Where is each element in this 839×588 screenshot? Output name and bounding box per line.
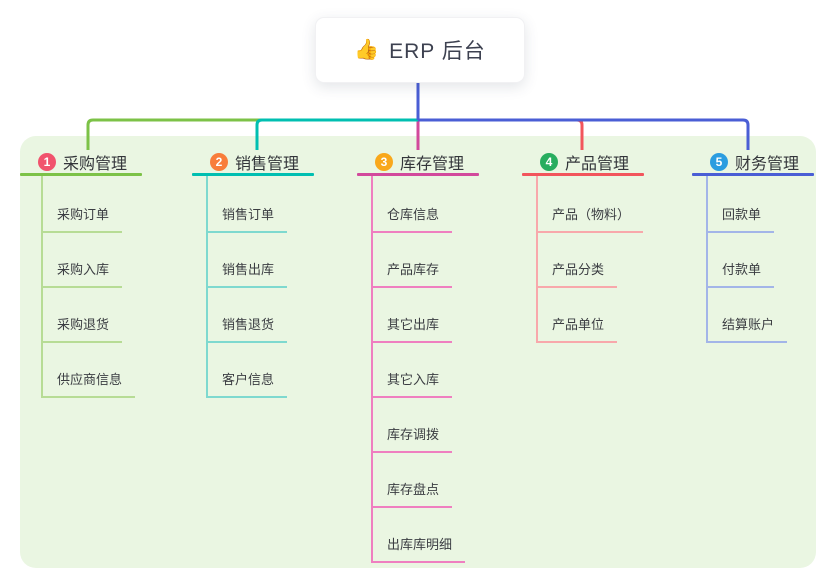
child-node[interactable]: 销售出库 <box>206 260 288 288</box>
branch-children-connector <box>536 176 538 343</box>
branch-node-4[interactable]: 4 产品管理 <box>522 149 629 175</box>
child-node[interactable]: 付款单 <box>706 260 775 288</box>
branch-underline <box>522 173 644 176</box>
child-node[interactable]: 产品（物料） <box>536 205 644 233</box>
thumbs-up-icon: 👍 <box>354 39 381 61</box>
child-node[interactable]: 销售退货 <box>206 315 288 343</box>
branch-children-connector <box>706 176 708 343</box>
branches-panel <box>20 136 816 568</box>
child-node[interactable]: 采购订单 <box>41 205 123 233</box>
branch-underline <box>692 173 814 176</box>
branch-badge: 2 <box>210 153 228 171</box>
child-node[interactable]: 产品单位 <box>536 315 618 343</box>
branch-underline <box>192 173 314 176</box>
branch-label: 采购管理 <box>63 156 128 173</box>
child-node[interactable]: 其它出库 <box>371 315 453 343</box>
branch-node-1[interactable]: 1 采购管理 <box>20 149 127 175</box>
branch-label: 销售管理 <box>235 156 300 173</box>
child-node[interactable]: 仓库信息 <box>371 205 453 233</box>
child-node[interactable]: 结算账户 <box>706 315 788 343</box>
branch-badge: 4 <box>540 153 558 171</box>
branch-badge: 5 <box>710 153 728 171</box>
branch-underline <box>20 173 142 176</box>
branch-label: 库存管理 <box>400 156 465 173</box>
branch-badge: 3 <box>375 153 393 171</box>
root-node-label: ERP 后台 <box>389 40 486 63</box>
child-node[interactable]: 客户信息 <box>206 370 288 398</box>
branch-label: 财务管理 <box>735 156 800 173</box>
child-node[interactable]: 销售订单 <box>206 205 288 233</box>
child-node[interactable]: 库存调拨 <box>371 425 453 453</box>
branch-children-connector <box>371 176 373 563</box>
child-node[interactable]: 采购入库 <box>41 260 123 288</box>
child-node[interactable]: 供应商信息 <box>41 370 136 398</box>
branch-underline <box>357 173 479 176</box>
branch-label: 产品管理 <box>565 156 630 173</box>
branch-node-3[interactable]: 3 库存管理 <box>357 149 464 175</box>
child-node[interactable]: 库存盘点 <box>371 480 453 508</box>
child-node[interactable]: 产品分类 <box>536 260 618 288</box>
child-node[interactable]: 产品库存 <box>371 260 453 288</box>
root-node[interactable]: 👍 ERP 后台 <box>315 17 525 83</box>
branch-badge: 1 <box>38 153 56 171</box>
child-node[interactable]: 出库库明细 <box>371 535 466 563</box>
branch-node-5[interactable]: 5 财务管理 <box>692 149 799 175</box>
branch-node-2[interactable]: 2 销售管理 <box>192 149 299 175</box>
child-node[interactable]: 其它入库 <box>371 370 453 398</box>
child-node[interactable]: 回款单 <box>706 205 775 233</box>
child-node[interactable]: 采购退货 <box>41 315 123 343</box>
